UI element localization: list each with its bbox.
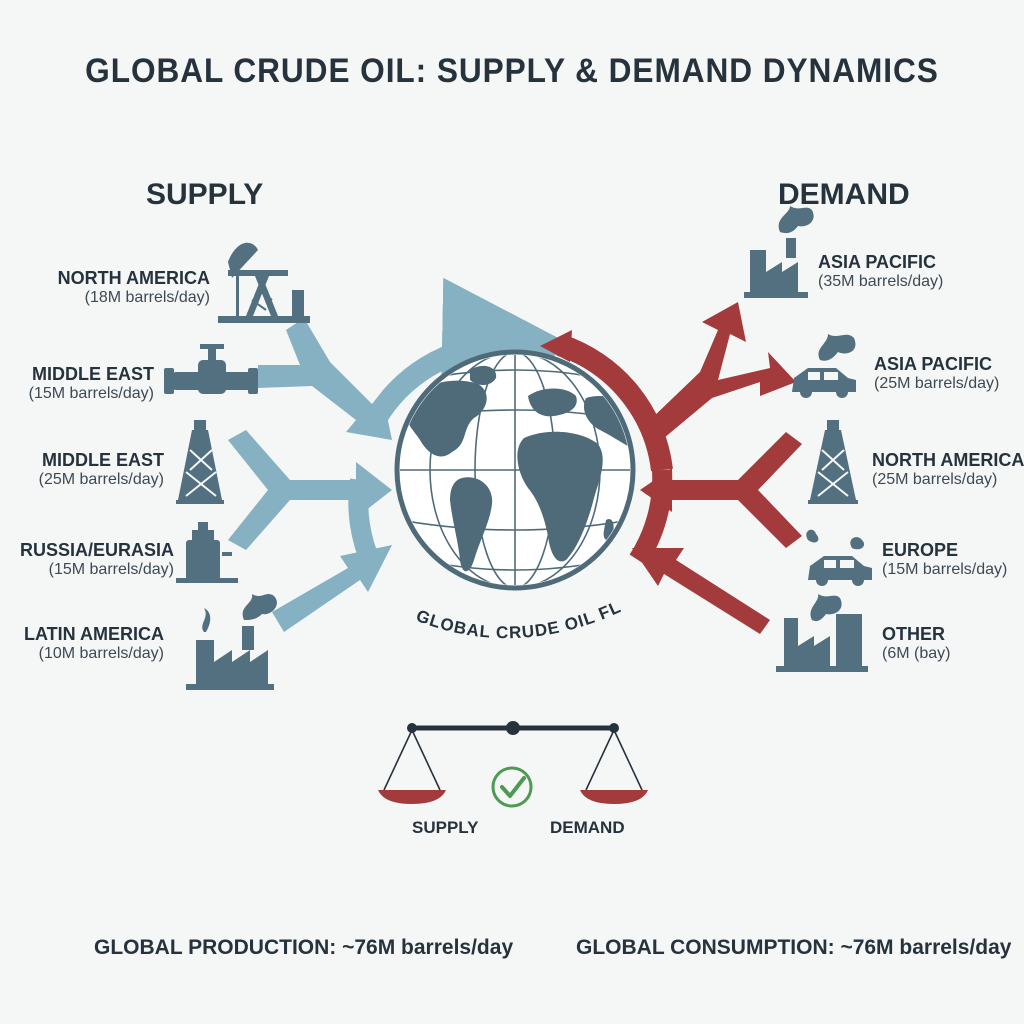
region-amount: (18M barrels/day) bbox=[84, 289, 210, 306]
region-name: MIDDLE EAST bbox=[41, 450, 164, 470]
supply-item-latin-america: LATIN AMERICA (10M barrels/day) bbox=[24, 624, 164, 663]
supply-arrows bbox=[228, 277, 574, 632]
region-amount: (25M barrels/day) bbox=[38, 471, 164, 488]
region-amount: (25M barrels/day) bbox=[872, 471, 998, 488]
factory-icon bbox=[776, 594, 868, 672]
region-amount: (35M barrels/day) bbox=[818, 273, 944, 290]
demand-arrow-fork-mid bbox=[640, 432, 802, 548]
region-name: NORTH AMERICA bbox=[872, 450, 1024, 470]
demand-item-north-america: NORTH AMERICA (25M barrels/day) bbox=[872, 450, 1024, 489]
demand-item-asia-pacific-2: ASIA PACIFIC (25M barrels/day) bbox=[874, 354, 999, 393]
demand-icons bbox=[744, 206, 872, 672]
demand-arrow-arc bbox=[556, 334, 673, 472]
supply-arrow-fork-mid bbox=[228, 430, 392, 550]
storage-tank-icon bbox=[176, 522, 238, 583]
oil-derrick-icon bbox=[808, 420, 858, 504]
oil-derrick-icon bbox=[176, 420, 224, 504]
supply-arrow-fork-top bbox=[258, 318, 392, 440]
pumpjack-icon bbox=[218, 242, 310, 323]
supply-icons bbox=[164, 242, 310, 690]
supply-item-north-america: NORTH AMERICA (18M barrels/day) bbox=[58, 268, 210, 307]
region-amount: (15M barrels/day) bbox=[28, 385, 154, 402]
balance-scale bbox=[378, 721, 648, 808]
demand-arrow-lower bbox=[632, 548, 770, 634]
global-production-total: GLOBAL PRODUCTION: ~76M barrels/day bbox=[94, 936, 514, 959]
region-name: OTHER bbox=[882, 624, 945, 644]
supply-item-russia-eurasia: RUSSIA/EURASIA (15M barrels/day) bbox=[20, 540, 174, 579]
pipeline-valve-icon bbox=[164, 344, 258, 394]
factory-icon bbox=[744, 206, 814, 298]
page-title: GLOBAL CRUDE OIL: SUPPLY & DEMAND DYNAMI… bbox=[85, 52, 939, 90]
global-consumption-total: GLOBAL CONSUMPTION: ~76M barrels/day bbox=[576, 936, 1012, 959]
demand-item-other: OTHER (6M (bay) bbox=[882, 624, 950, 663]
region-name: ASIA PACIFIC bbox=[818, 252, 937, 272]
demand-arrows bbox=[540, 302, 802, 634]
region-amount: (15M barrels/day) bbox=[48, 561, 174, 578]
check-circle-icon bbox=[491, 766, 533, 808]
demand-arrow-arc-head bbox=[540, 330, 572, 362]
region-amount: (25M barrels/day) bbox=[874, 375, 1000, 392]
globe bbox=[394, 349, 636, 591]
region-amount: (10M barrels/day) bbox=[38, 645, 164, 662]
region-name: EUROPE bbox=[882, 540, 959, 560]
demand-item-asia-pacific-1: ASIA PACIFIC (35M barrels/day) bbox=[818, 252, 943, 291]
factory-icon bbox=[186, 594, 277, 690]
balance-demand-label: DEMAND bbox=[550, 818, 625, 837]
supply-item-middle-east-1: MIDDLE EAST (15M barrels/day) bbox=[29, 364, 154, 403]
region-name: NORTH AMERICA bbox=[57, 268, 210, 288]
supply-item-middle-east-2: MIDDLE EAST (25M barrels/day) bbox=[39, 450, 164, 489]
car-icon bbox=[806, 529, 872, 586]
demand-item-europe: EUROPE (15M barrels/day) bbox=[882, 540, 1007, 579]
region-amount: (6M (bay) bbox=[882, 645, 951, 662]
region-amount: (15M barrels/day) bbox=[882, 561, 1008, 578]
demand-arrow-fork-top bbox=[650, 302, 796, 438]
car-icon bbox=[792, 334, 856, 398]
supply-heading: SUPPLY bbox=[146, 178, 264, 211]
region-name: RUSSIA/EURASIA bbox=[19, 540, 174, 560]
supply-arrow-arc-lower bbox=[348, 478, 382, 570]
region-name: ASIA PACIFIC bbox=[874, 354, 993, 374]
region-name: LATIN AMERICA bbox=[24, 624, 164, 644]
balance-supply-label: SUPPLY bbox=[412, 818, 479, 837]
region-name: MIDDLE EAST bbox=[31, 364, 154, 384]
demand-heading: DEMAND bbox=[778, 178, 910, 211]
supply-arrow-arc bbox=[360, 277, 574, 435]
